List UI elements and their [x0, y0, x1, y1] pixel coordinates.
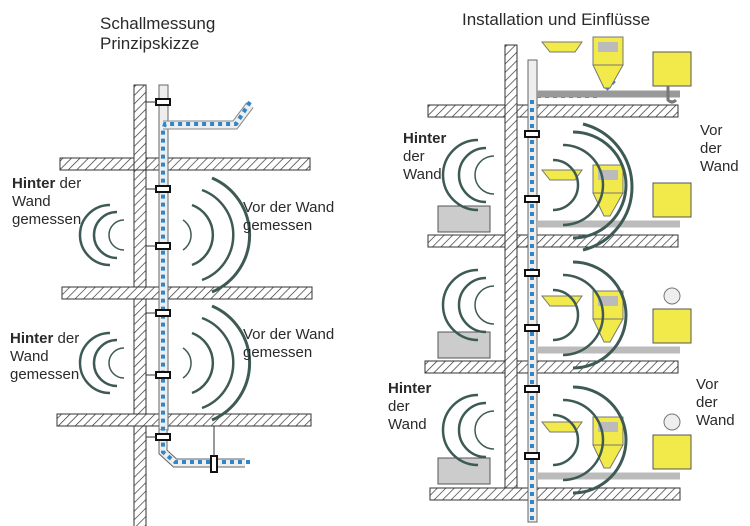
label-text: der: [55, 175, 82, 192]
sound-wave-icon: [441, 385, 628, 495]
label-text: Wand: [12, 193, 51, 210]
floor-slab: [61, 286, 313, 300]
label-bold: Hinter: [10, 330, 54, 347]
label-bold: Hinter: [12, 175, 56, 192]
sound-wave-icon: [441, 260, 628, 370]
right-schematic: [424, 36, 692, 523]
sound-wave-icon: [441, 122, 634, 252]
front-wall-label-lower: Vor der Wand gemessen: [243, 326, 334, 362]
bucket-icon: [652, 182, 692, 218]
behind-wall-label-upper: Hinter der Wand gemessen: [12, 175, 81, 229]
front-wall-label-upper: Vor der Wand: [700, 122, 739, 176]
label-text: der: [403, 148, 425, 165]
label-text: gemessen: [243, 344, 313, 361]
wall: [133, 425, 147, 526]
sound-wave-icon: [78, 304, 252, 422]
floor-slab: [427, 234, 679, 248]
washbasin-icon: [540, 41, 583, 53]
behind-wall-label-lower: Hinter der Wand: [388, 380, 431, 434]
label-text: der: [696, 394, 718, 411]
wall: [504, 44, 518, 489]
label-text: gemessen: [243, 217, 313, 234]
sound-wave-icon: [78, 176, 252, 294]
title-line: Prinzipskizze: [100, 34, 200, 53]
front-wall-label-lower: Vor der Wand: [696, 376, 735, 430]
label-text: Wand: [10, 348, 49, 365]
bucket-icon: [652, 434, 692, 470]
label-text: Wand: [388, 416, 427, 433]
label-text: der: [700, 140, 722, 157]
label-text: Vor der Wand: [243, 199, 335, 216]
front-wall-label-upper: Vor der Wand gemessen: [243, 199, 334, 235]
label-bold: Hinter: [388, 380, 432, 397]
washbasin-icon: [540, 169, 583, 181]
label-text: Wand: [696, 412, 735, 429]
behind-wall-label-upper: Hinter der Wand: [403, 130, 446, 184]
label-text: der: [53, 330, 80, 347]
water-flow: [161, 100, 252, 464]
label-text: Vor der Wand: [243, 326, 335, 343]
floor-slab: [56, 413, 312, 427]
bed-icon: [437, 205, 491, 233]
drain-pipe: [527, 59, 538, 523]
label-bold: Hinter: [403, 130, 447, 147]
label-text: Wand: [403, 166, 442, 183]
label-text: Vor: [700, 122, 723, 139]
behind-wall-label-lower: Hinter der Wand gemessen: [10, 330, 79, 384]
label-text: gemessen: [10, 366, 80, 383]
bucket-icon: [652, 51, 692, 87]
label-text: Wand: [700, 158, 739, 175]
title-line: Schallmessung: [100, 14, 216, 33]
floor-slab: [427, 104, 679, 118]
label-text: der: [388, 398, 410, 415]
label-text: Vor: [696, 376, 719, 393]
label-text: gemessen: [12, 211, 82, 228]
wall: [133, 298, 147, 415]
floor-slab: [59, 157, 311, 171]
left-schematic: [56, 84, 313, 526]
bucket-icon: [652, 308, 692, 344]
left-panel-title: Schallmessung Prinzipskizze: [100, 14, 215, 54]
right-panel-title: Installation und Einflüsse: [462, 10, 651, 29]
floor-slab: [429, 487, 681, 501]
floor-slab: [424, 360, 679, 374]
